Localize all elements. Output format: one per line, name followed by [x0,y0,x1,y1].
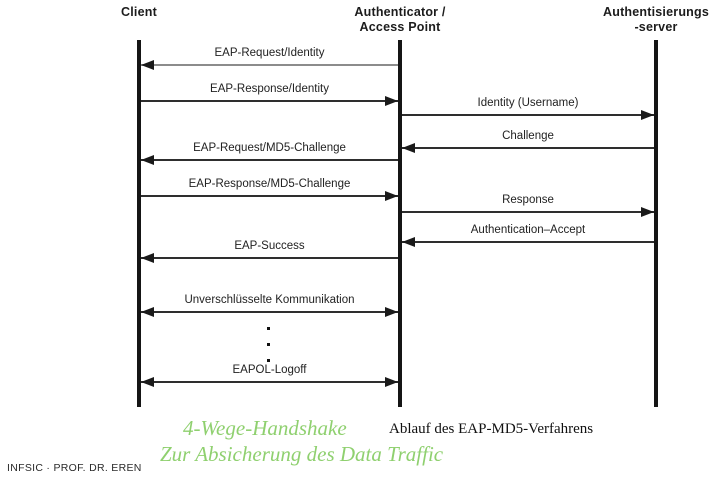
message-label-8: EAP-Success [234,240,305,252]
ellipsis-dot [267,359,270,362]
message-line-5 [141,195,398,197]
footer-credit: INFSIC · PROF. DR. EREN [7,462,142,474]
message-line-6 [402,211,654,213]
handshake-caption-line1: 4-Wege-Handshake [183,416,347,440]
figure-caption: Ablauf des EAP-MD5-Verfahrens [389,421,594,437]
arrowhead-right-icon [641,207,654,217]
arrowhead-right-icon [641,110,654,120]
ellipsis-dot [267,327,270,330]
actor-label-line: Authentisierungs [603,5,709,19]
arrowhead-left-icon [402,237,415,247]
ellipsis-dot [267,343,270,346]
message-label-6: Response [502,194,554,206]
lifeline-client [137,40,141,407]
arrowhead-right-icon [385,307,398,317]
message-label-10: EAPOL-Logoff [232,364,307,376]
arrowhead-left-icon [402,143,415,153]
arrowhead-left-icon [141,155,154,165]
arrowhead-left-icon [141,60,154,70]
actor-label-authenticator: Authenticator /Access Point [300,5,500,35]
lifeline-server [654,40,658,407]
arrowhead-left-icon [141,307,154,317]
message-label-3: Challenge [502,130,554,142]
message-line-8 [141,257,398,259]
message-line-4 [141,159,398,161]
arrowhead-right-icon [385,377,398,387]
actor-label-line: Authenticator / [354,5,446,19]
message-label-9: Unverschlüsselte Kommunikation [184,294,355,306]
message-line-10 [141,381,398,383]
actor-label-line: Client [121,5,157,19]
message-label-1: EAP-Response/Identity [210,83,329,95]
message-line-1 [141,100,398,102]
arrowhead-right-icon [385,191,398,201]
actor-label-client: Client [39,5,239,20]
actor-label-server: Authentisierungs-server [556,5,721,35]
arrowhead-left-icon [141,253,154,263]
message-line-3 [402,147,654,149]
lifeline-authenticator [398,40,402,407]
message-line-2 [402,114,654,116]
arrowhead-left-icon [141,377,154,387]
actor-label-line: -server [634,20,678,34]
actor-label-line: Access Point [359,20,441,34]
message-line-9 [141,311,398,313]
message-label-7: Authentication–Accept [470,224,586,236]
message-label-4: EAP-Request/MD5-Challenge [193,142,346,154]
message-line-0 [141,64,398,66]
message-label-5: EAP-Response/MD5-Challenge [188,178,351,190]
message-label-2: Identity (Username) [477,97,579,109]
message-label-0: EAP-Request/Identity [214,47,325,59]
message-line-7 [402,241,654,243]
handshake-caption-line2: Zur Absicherung des Data Traffic [160,442,444,466]
arrowhead-right-icon [385,96,398,106]
